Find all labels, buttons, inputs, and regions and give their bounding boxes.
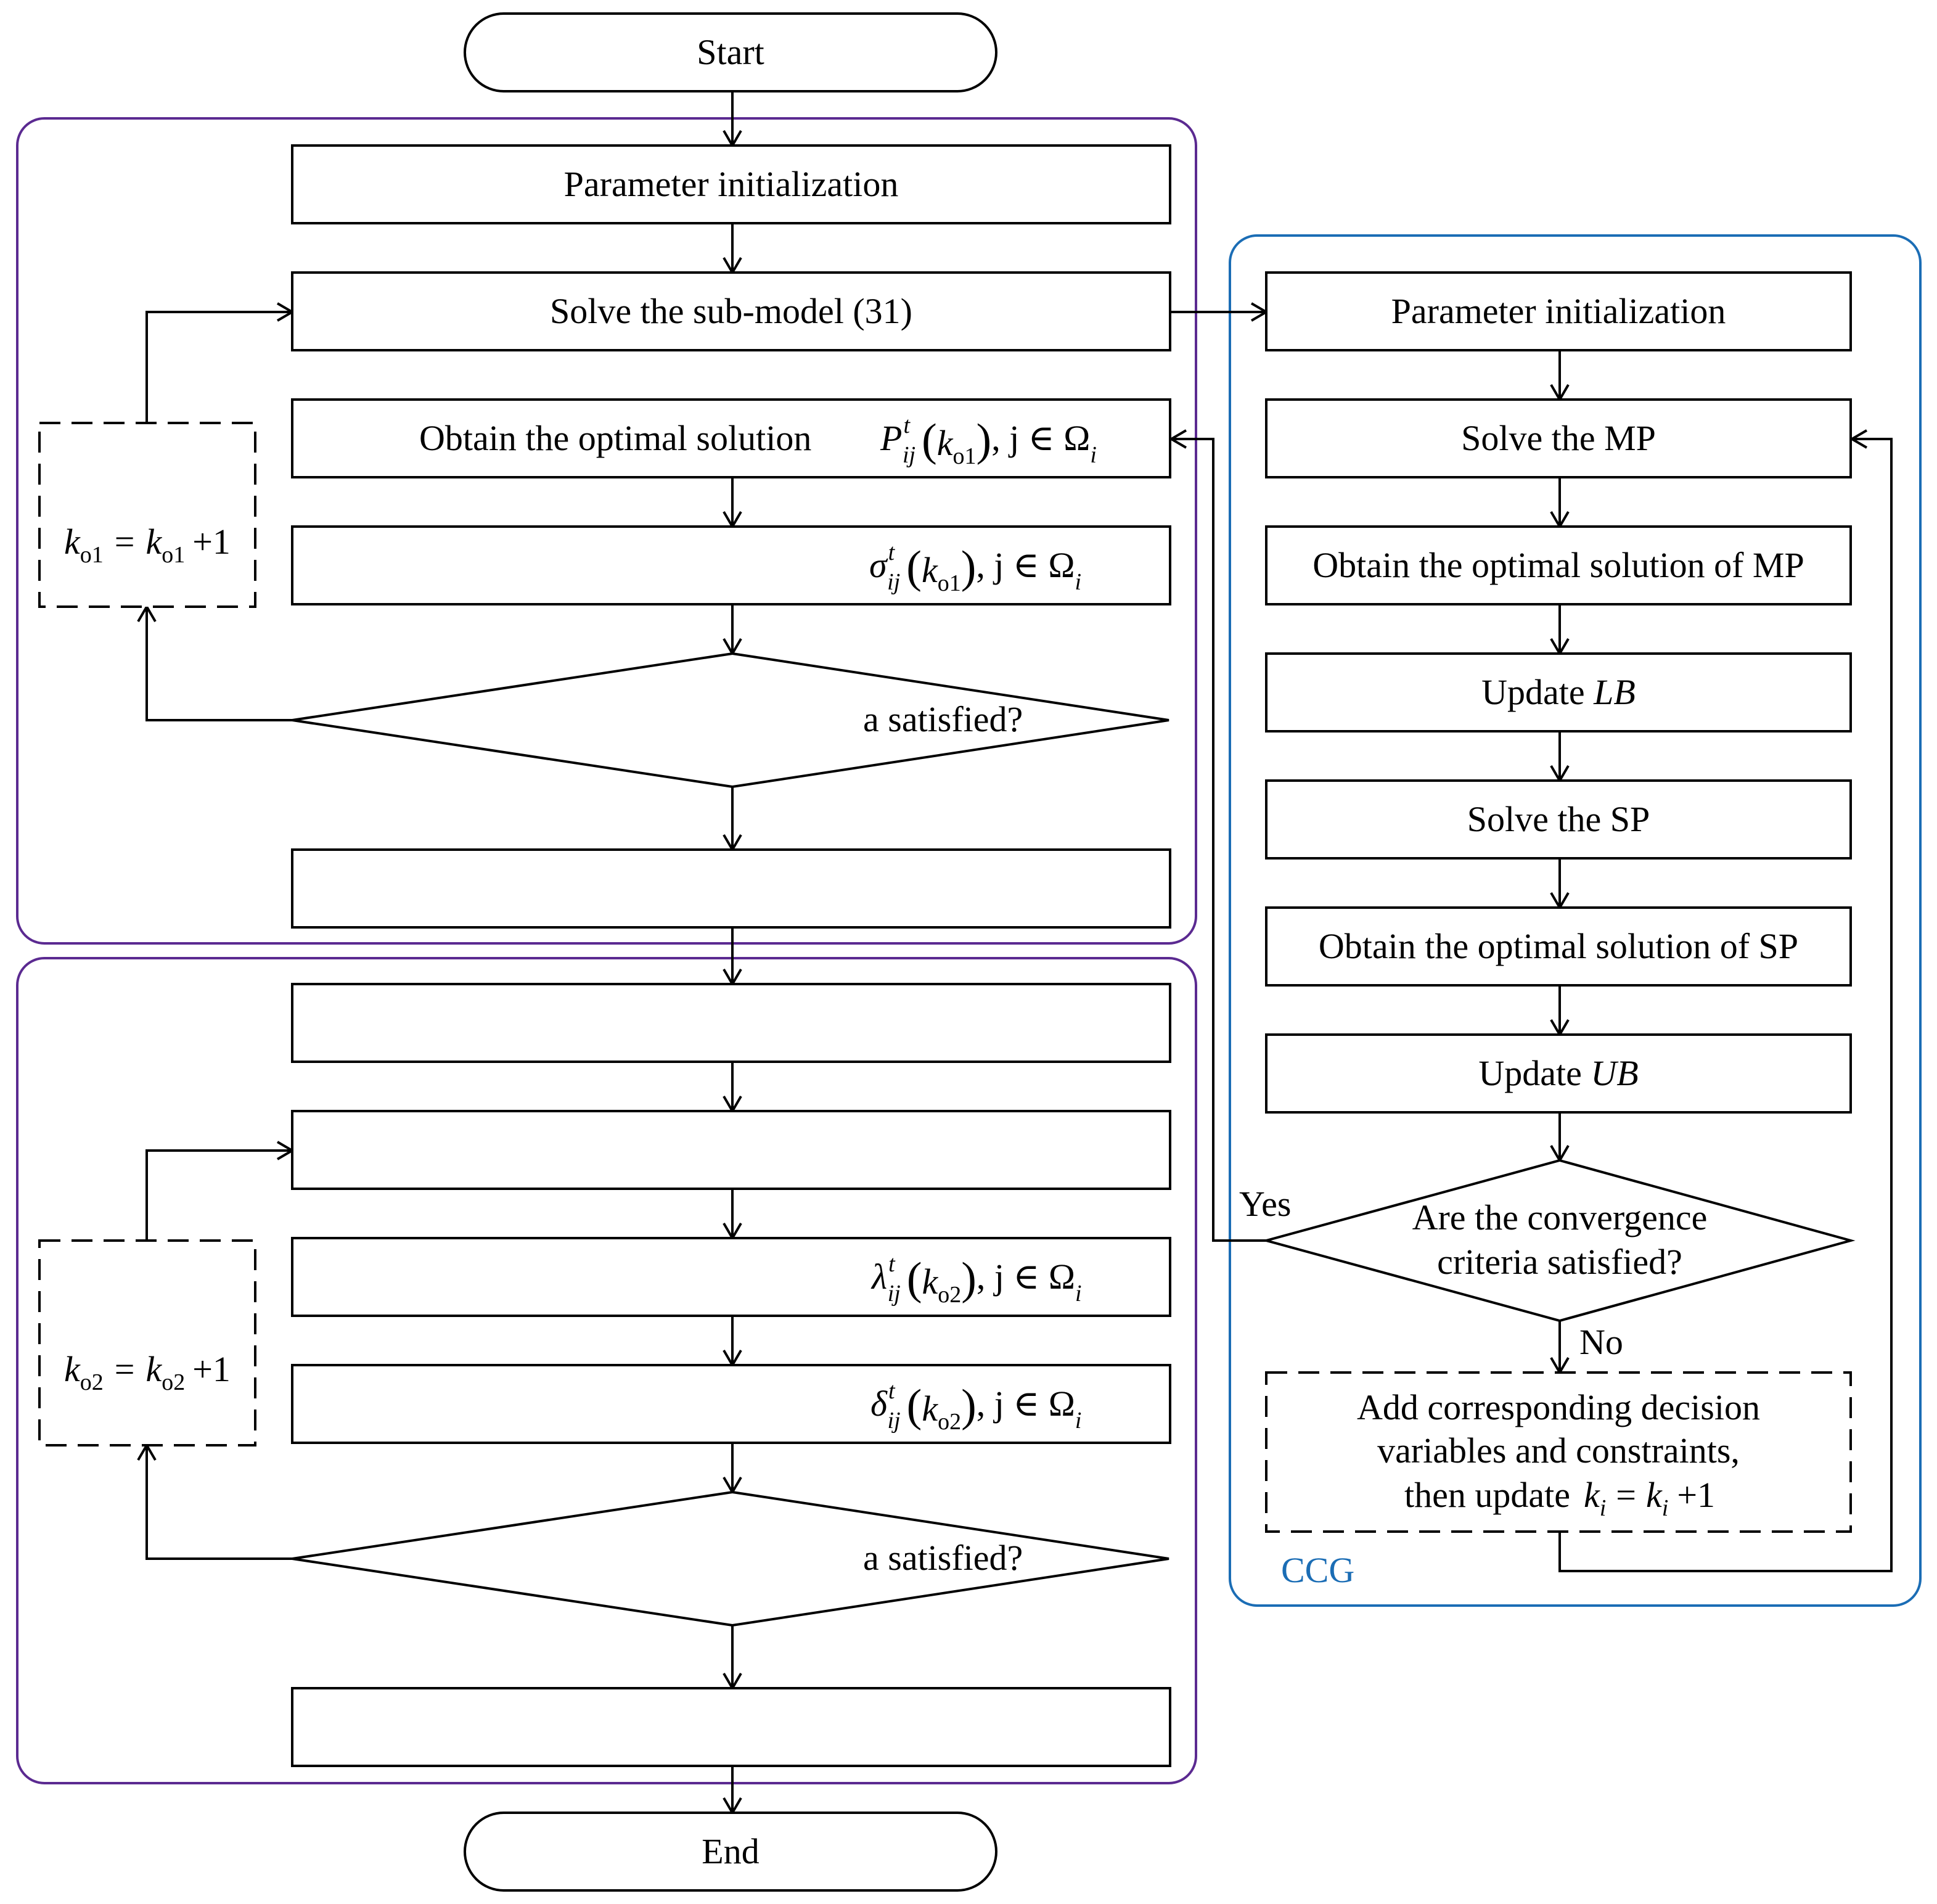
start-node[interactable]: Start: [464, 12, 997, 92]
edge-decision1-no-to-ko1: [137, 604, 292, 721]
edge-label-yes: Yes: [1239, 1184, 1291, 1224]
empty-box-3[interactable]: [291, 1110, 1171, 1190]
empty-box-1[interactable]: [291, 848, 1171, 929]
update-lb-label: Update LB: [1481, 672, 1636, 712]
decision-1-node[interactable]: a satisfied?: [292, 652, 1169, 789]
empty-box-2[interactable]: [291, 983, 1171, 1063]
obtain-mp-node[interactable]: Obtain the optimal solution of MP: [1265, 525, 1852, 605]
obtain-sp-node[interactable]: Obtain the optimal solution of SP: [1265, 906, 1852, 987]
ko2-update-node[interactable]: ko2=ko2+1: [38, 1239, 256, 1446]
convergence-label-line2: criteria satisfied?: [1437, 1242, 1682, 1282]
ko1-update-node[interactable]: ko1=ko1+1: [38, 422, 256, 608]
ccg-region: [1229, 234, 1922, 1607]
edge-add-to-mp: [1558, 429, 1893, 1572]
convergence-label-line1: Are the convergence: [1412, 1197, 1708, 1237]
edge-convergence-yes-to-obtain: [1169, 429, 1266, 1242]
obtain-sp-label: Obtain the optimal solution of SP: [1319, 926, 1798, 966]
update-lb-node[interactable]: Update LB: [1265, 652, 1852, 732]
solve-sp-node[interactable]: Solve the SP: [1265, 779, 1852, 860]
add-constraints-node[interactable]: Add corresponding decision variables and…: [1265, 1371, 1852, 1533]
decision-2-label: a satisfied?: [863, 1538, 1023, 1578]
obtain-optimal-left-label: Obtain the optimal solution: [419, 418, 811, 458]
solve-sub-model-node[interactable]: Solve the sub-model (31): [291, 271, 1171, 351]
outer-loop-region-2: [16, 957, 1197, 1784]
end-node[interactable]: End: [464, 1812, 997, 1892]
solve-sub-model-label: Solve the sub-model (31): [550, 291, 912, 331]
edge-ko2-to-box3: [145, 1141, 295, 1241]
ccg-region-label: CCG: [1281, 1550, 1354, 1590]
add-constraints-line2: variables and constraints,: [1377, 1430, 1740, 1471]
outer-loop-region-1: [16, 117, 1197, 945]
convergence-decision-node[interactable]: Are the convergence criteria satisfied?: [1261, 1159, 1856, 1323]
solve-mp-label: Solve the MP: [1461, 418, 1656, 458]
param-init-left-label: Parameter initialization: [564, 164, 899, 204]
formula-ko1-update: ko1=ko1+1: [64, 522, 231, 568]
edge-decision2-no-to-ko2: [137, 1443, 292, 1560]
decision-1-label: a satisfied?: [863, 699, 1023, 739]
update-ub-label: Update UB: [1478, 1053, 1638, 1093]
empty-box-4[interactable]: [291, 1687, 1171, 1767]
decision-2-node[interactable]: a satisfied?: [292, 1490, 1169, 1627]
add-constraints-line1: Add corresponding decision: [1357, 1387, 1760, 1427]
edge-ko1-to-solve-sub: [145, 302, 295, 423]
update-ub-node[interactable]: Update UB: [1265, 1033, 1852, 1114]
start-label: Start: [697, 32, 764, 72]
param-init-right-label: Parameter initialization: [1391, 291, 1726, 331]
param-init-left-node[interactable]: Parameter initialization: [291, 144, 1171, 224]
solve-sp-label: Solve the SP: [1467, 799, 1650, 839]
edge-label-no: No: [1579, 1322, 1623, 1362]
formula-ko2-update: ko2=ko2+1: [64, 1349, 231, 1395]
end-label: End: [702, 1831, 759, 1871]
param-init-right-node[interactable]: Parameter initialization: [1265, 271, 1852, 351]
solve-mp-node[interactable]: Solve the MP: [1265, 398, 1852, 478]
obtain-mp-label: Obtain the optimal solution of MP: [1312, 545, 1804, 585]
